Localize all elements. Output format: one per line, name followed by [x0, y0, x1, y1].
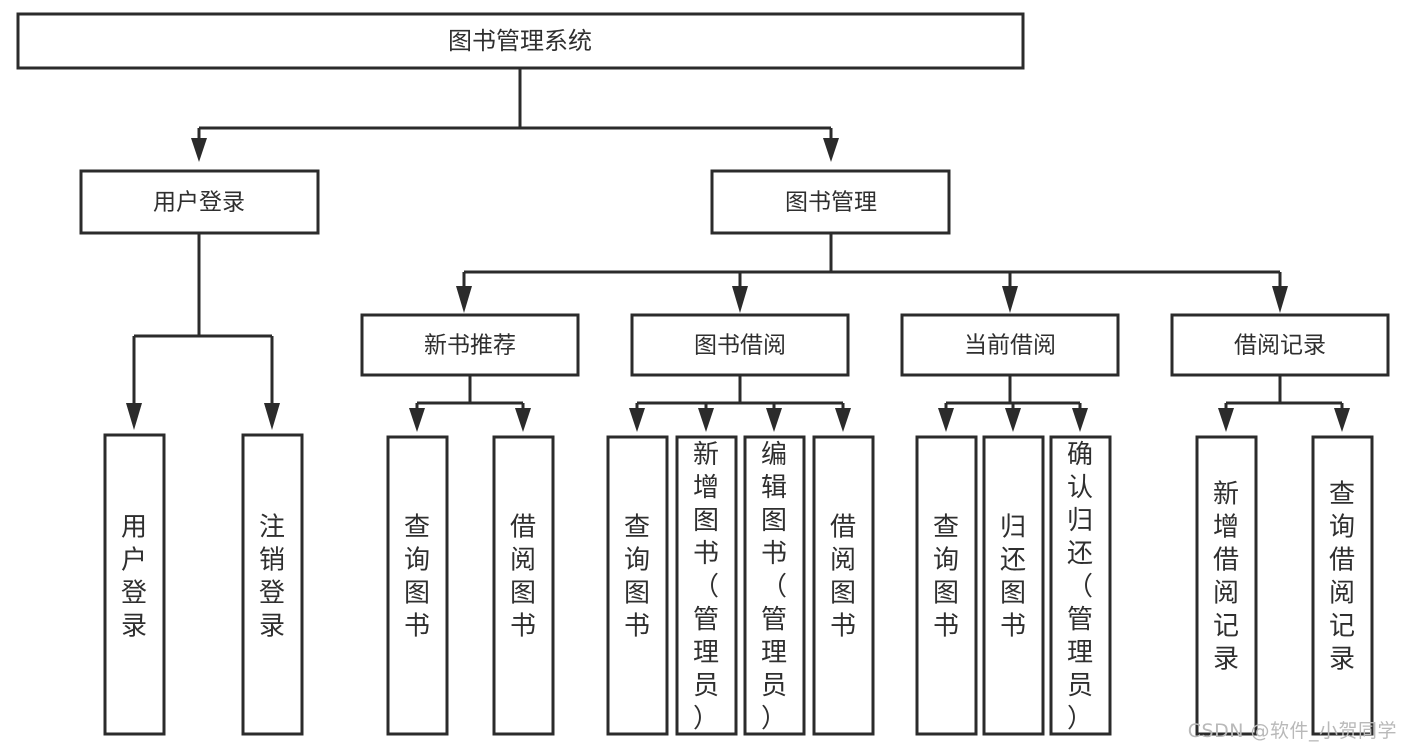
arrow-head-bookborrow-leaf3 — [766, 408, 782, 432]
leaf-node-currentborrow-confirm-box — [1049, 435, 1112, 736]
node-borrow-record-label: 借阅记录 — [1234, 333, 1326, 359]
node-new-book-recommend-box — [360, 313, 580, 377]
leaf-node-bookborrow-query-label: 查询图书 — [624, 513, 650, 642]
arrow-head-bookmgmt — [823, 138, 839, 162]
leaf-node-bookborrow-edit-box — [743, 435, 806, 736]
leaf-node-currentborrow-query-label: 查询图书 — [933, 513, 959, 642]
leaf-node-bookborrow-add-label: 新增图书（管理员） — [693, 440, 719, 734]
arrow-head-userlogin-leaf1 — [126, 403, 142, 430]
node-user-login[interactable]: 用户登录 — [79, 169, 320, 235]
leaf-node-newbook-borrow-label: 借阅图书 — [510, 513, 536, 642]
node-book-management-box — [710, 169, 951, 235]
leaf-node-newbook-query[interactable]: 查询图书 — [386, 435, 449, 736]
leaf-node-borrowrecord-add-label: 新增借阅记录 — [1213, 480, 1239, 675]
connector-group-userlogin — [126, 233, 280, 430]
arrow-head-borrowrecord-leaf1 — [1218, 408, 1234, 432]
arrow-head-newbook — [456, 286, 472, 313]
arrow-head-currentborrow-leaf3 — [1072, 408, 1088, 432]
leaf-node-currentborrow-return-label: 归还图书 — [1000, 513, 1026, 642]
leaf-node-currentborrow-confirm[interactable]: 确认归还（管理员） — [1049, 435, 1112, 736]
connector-group-bookmgmt — [456, 233, 1288, 313]
leaf-node-user-login-login[interactable]: 用户登录 — [103, 433, 166, 736]
leaf-node-user-login-logout-label: 注销登录 — [259, 513, 285, 642]
node-borrow-record-box — [1170, 313, 1390, 377]
node-borrow-record[interactable]: 借阅记录 — [1170, 313, 1390, 377]
leaf-node-user-login-logout-box — [241, 433, 304, 736]
leaf-node-currentborrow-return-box — [982, 435, 1045, 736]
node-new-book-recommend-label: 新书推荐 — [424, 333, 516, 359]
leaf-node-newbook-query-box — [386, 435, 449, 736]
leaf-node-borrowrecord-add[interactable]: 新增借阅记录 — [1195, 435, 1258, 736]
leaf-node-bookborrow-query[interactable]: 查询图书 — [606, 435, 669, 736]
leaf-node-bookborrow-borrow-label: 借阅图书 — [830, 513, 856, 642]
leaf-node-bookborrow-borrow-box — [812, 435, 875, 736]
node-book-management[interactable]: 图书管理 — [710, 169, 951, 235]
connector-group-root — [191, 68, 839, 162]
leaf-node-bookborrow-edit[interactable]: 编辑图书（管理员） — [743, 435, 806, 736]
node-new-book-recommend[interactable]: 新书推荐 — [360, 313, 580, 377]
arrow-head-currentborrow — [1002, 286, 1018, 313]
connector-group-currentborrow — [938, 375, 1088, 432]
arrow-head-currentborrow-leaf2 — [1005, 408, 1021, 432]
node-user-login-box — [79, 169, 320, 235]
connector-group-borrowrecord — [1218, 375, 1350, 432]
leaf-node-borrowrecord-query-box — [1311, 435, 1374, 736]
node-current-borrow-box — [900, 313, 1120, 377]
node-current-borrow[interactable]: 当前借阅 — [900, 313, 1120, 377]
leaf-node-bookborrow-edit-label: 编辑图书（管理员） — [761, 440, 787, 734]
node-current-borrow-label: 当前借阅 — [964, 333, 1056, 359]
arrow-head-bookborrow-leaf4 — [835, 408, 851, 432]
leaf-node-newbook-borrow[interactable]: 借阅图书 — [492, 435, 555, 736]
node-book-borrow-box — [630, 313, 850, 377]
node-user-login-label: 用户登录 — [153, 190, 245, 216]
connector-group-newbook — [409, 375, 531, 432]
leaf-node-currentborrow-confirm-label: 确认归还（管理员） — [1067, 440, 1093, 734]
csdn-watermark: CSDN @软件_小贺同学 — [1187, 720, 1397, 742]
connector-group-bookborrow — [629, 375, 851, 432]
node-book-management-label: 图书管理 — [785, 190, 877, 216]
node-root-system[interactable]: 图书管理系统 — [16, 12, 1025, 70]
arrow-head-currentborrow-leaf1 — [938, 408, 954, 432]
leaf-node-borrowrecord-query-label: 查询借阅记录 — [1329, 480, 1355, 675]
leaf-node-user-login-login-label: 用户登录 — [121, 513, 147, 642]
arrow-head-bookborrow-leaf1 — [629, 408, 645, 432]
node-root-system-label: 图书管理系统 — [448, 27, 592, 55]
arrow-head-bookborrow-leaf2 — [698, 408, 714, 432]
leaf-node-currentborrow-query[interactable]: 查询图书 — [915, 435, 978, 736]
leaf-node-borrowrecord-add-box — [1195, 435, 1258, 736]
arrow-head-userlogin — [191, 138, 207, 162]
leaf-node-currentborrow-query-box — [915, 435, 978, 736]
node-root-system-box — [16, 12, 1025, 70]
leaf-node-newbook-query-label: 查询图书 — [404, 513, 430, 642]
leaf-node-bookborrow-add-box — [675, 435, 738, 736]
leaf-node-user-login-logout[interactable]: 注销登录 — [241, 433, 304, 736]
leaf-node-newbook-borrow-box — [492, 435, 555, 736]
node-book-borrow[interactable]: 图书借阅 — [630, 313, 850, 377]
arrow-head-userlogin-leaf2 — [264, 403, 280, 430]
node-book-borrow-label: 图书借阅 — [694, 333, 786, 359]
leaf-node-user-login-login-box — [103, 433, 166, 736]
leaf-node-borrowrecord-query[interactable]: 查询借阅记录 — [1311, 435, 1374, 736]
arrow-head-borrowrecord — [1272, 286, 1288, 313]
arrow-head-borrowrecord-leaf2 — [1334, 408, 1350, 432]
leaf-node-bookborrow-borrow[interactable]: 借阅图书 — [812, 435, 875, 736]
arrow-head-newbook-leaf2 — [515, 408, 531, 432]
leaf-node-currentborrow-return[interactable]: 归还图书 — [982, 435, 1045, 736]
leaf-node-bookborrow-query-box — [606, 435, 669, 736]
leaf-node-bookborrow-add[interactable]: 新增图书（管理员） — [675, 435, 738, 736]
arrow-head-newbook-leaf1 — [409, 408, 425, 432]
arrow-head-bookborrow — [732, 286, 748, 313]
